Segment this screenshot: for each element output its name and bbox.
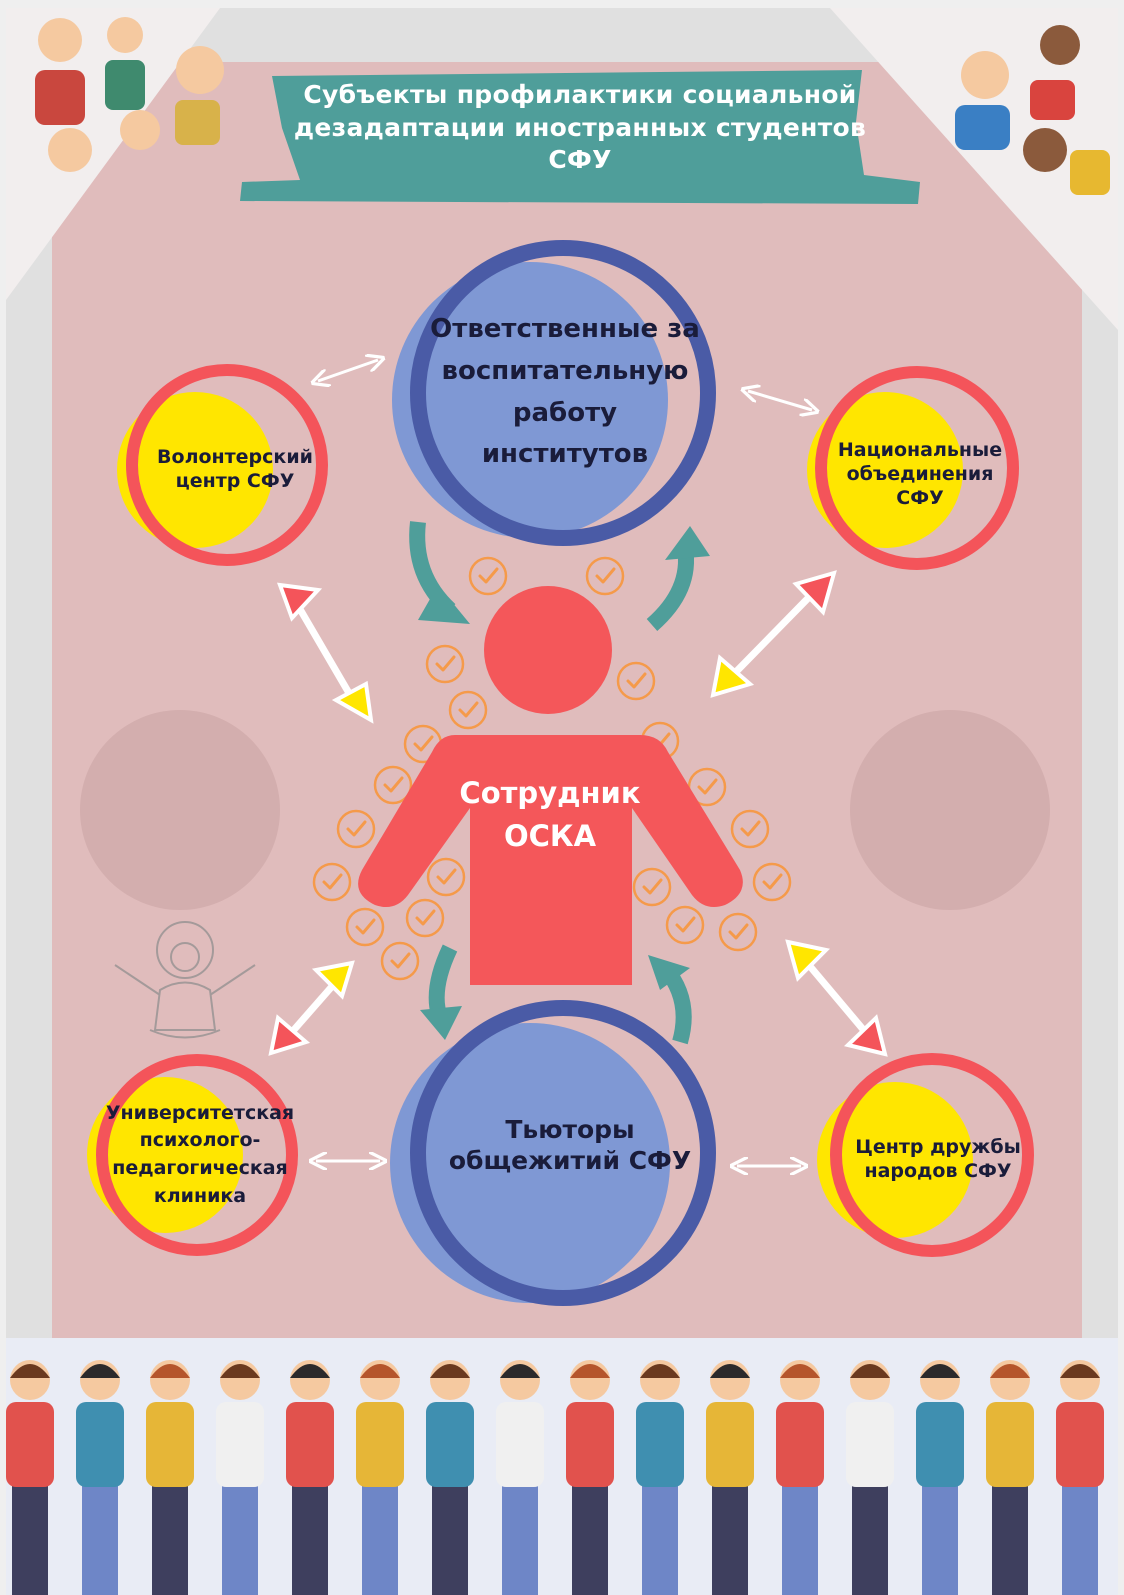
- student-figure: [496, 1360, 544, 1595]
- top-circle: [392, 240, 716, 546]
- check-badge-icon: [718, 912, 758, 952]
- diag-arrow-bottom-left: [268, 960, 355, 1056]
- title-banner: [240, 70, 920, 204]
- check-badge-icon: [585, 556, 625, 596]
- left-top-circle: [117, 364, 328, 566]
- left-bottom-circle: [87, 1054, 298, 1256]
- diag-arrow-top-left: [276, 582, 374, 724]
- check-badge-icon: [336, 809, 376, 849]
- right-bottom-label: Центр дружбы народов СФУ: [855, 1135, 1021, 1182]
- bottom-circle: [390, 1000, 716, 1306]
- arrow-volunteer-top: [318, 360, 378, 381]
- monkey-icon: [114, 921, 256, 1039]
- center-label: Сотрудник ОСКА: [459, 775, 641, 854]
- top-circle-label: Ответственные за воспитательную работу и…: [430, 314, 700, 470]
- check-badge-icon: [345, 907, 385, 947]
- check-badge-icon: [405, 898, 445, 938]
- student-figure: [776, 1360, 824, 1595]
- curved-arrow-top-right: [646, 526, 710, 632]
- check-badge-icon: [632, 867, 672, 907]
- people-strip: [6, 1338, 1118, 1595]
- check-badge-icon: [380, 941, 420, 981]
- check-badge-icon: [426, 857, 466, 897]
- check-badge-icon: [312, 862, 352, 902]
- check-badge-icon: [373, 765, 413, 805]
- left-top-label: Волонтерский центр СФУ: [157, 446, 313, 492]
- student-figure: [426, 1360, 474, 1595]
- bottom-circle-label: Тьюторы общежитий СФУ: [448, 1114, 692, 1175]
- right-top-circle: [807, 366, 1019, 570]
- check-badge-icon: [468, 556, 508, 596]
- curved-arrow-bottom-right: [648, 955, 692, 1045]
- student-figure: [286, 1360, 334, 1595]
- student-figure: [146, 1360, 194, 1595]
- student-figure: [986, 1360, 1034, 1595]
- arrow-top-national: [748, 391, 812, 410]
- right-top-label: Национальные объединения СФУ: [837, 439, 1003, 509]
- diag-arrow-bottom-right: [785, 939, 888, 1057]
- student-figure: [636, 1360, 684, 1595]
- check-badge-icon: [448, 690, 488, 730]
- left-bottom-label: Университетская психолого-педагогическая…: [105, 1101, 295, 1207]
- diag-arrow-top-right: [710, 570, 837, 698]
- check-badge-icon: [616, 661, 656, 701]
- kids-illustration-right: [955, 25, 1110, 195]
- person-figure-icon: [358, 586, 743, 985]
- student-figure: [846, 1360, 894, 1595]
- check-badge-icon: [752, 862, 792, 902]
- curved-arrow-top-left: [409, 521, 470, 624]
- student-figure: [76, 1360, 124, 1595]
- page-title: Субъекты профилактики социальной дезадап…: [293, 80, 867, 175]
- globe-right-icon: [850, 710, 1050, 910]
- student-figure: [356, 1360, 404, 1595]
- student-figure: [916, 1360, 964, 1595]
- check-badge-icon: [665, 905, 705, 945]
- check-badges: [312, 556, 792, 981]
- check-badge-icon: [425, 644, 465, 684]
- student-figure: [6, 1360, 54, 1595]
- student-figure: [566, 1360, 614, 1595]
- kids-illustration-left: [35, 17, 224, 172]
- globe-left-icon: [80, 710, 280, 910]
- right-bottom-circle: [817, 1053, 1034, 1257]
- check-badge-icon: [730, 809, 770, 849]
- student-figure: [216, 1360, 264, 1595]
- student-figure: [1056, 1360, 1104, 1595]
- curved-arrow-bottom-left: [420, 944, 462, 1040]
- student-figure: [706, 1360, 754, 1595]
